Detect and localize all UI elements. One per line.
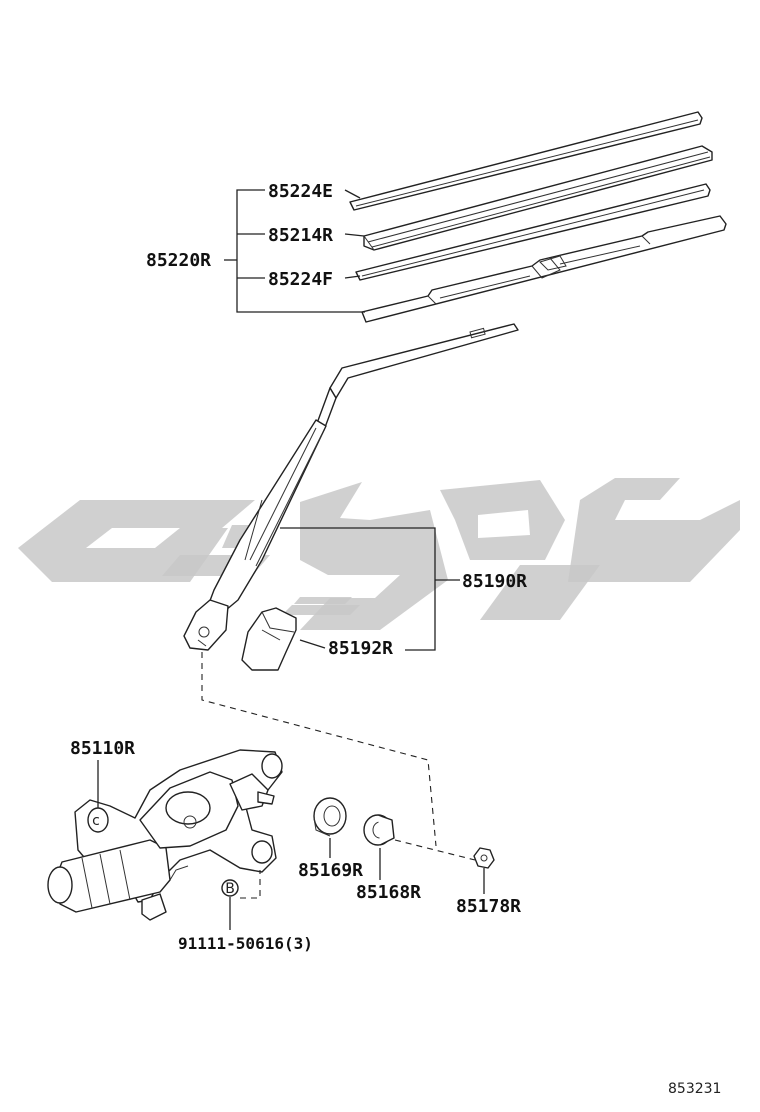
- seal-part: [363, 814, 395, 846]
- arm-assy-bracket: [280, 527, 460, 651]
- label-blade-rubber: 85214R: [268, 225, 333, 246]
- nut-part: [473, 847, 495, 869]
- label-nut: 85178R: [456, 896, 521, 917]
- grommet-callout-letter: c: [92, 813, 100, 829]
- arm-cap: [241, 607, 297, 671]
- label-insert-e: 85224E: [268, 181, 333, 202]
- pivot-dashed-line: [201, 652, 437, 847]
- cushion-part: [313, 797, 347, 837]
- blade-insert-f: [355, 183, 711, 281]
- blade-rubber: [363, 145, 713, 251]
- label-arm-assembly: 85190R: [462, 571, 527, 592]
- label-blade-assembly: 85220R: [146, 250, 211, 271]
- label-arm-cap: 85192R: [328, 638, 393, 659]
- blade-assy-bracket: [224, 189, 365, 313]
- wiper-motor: [47, 749, 283, 921]
- label-cushion: 85169R: [298, 860, 363, 881]
- label-seal: 85168R: [356, 882, 421, 903]
- label-motor: 85110R: [70, 738, 135, 759]
- wiper-arm: [183, 323, 519, 651]
- label-insert-f: 85224F: [268, 269, 333, 290]
- label-bolt: 91111-50616(3): [178, 934, 313, 953]
- wiper-blade-group: [349, 111, 727, 323]
- watermark-logo: [18, 478, 740, 630]
- bolt-callout: B: [221, 870, 261, 930]
- blade-assembly: [361, 215, 727, 323]
- bolt-callout-letter: B: [225, 881, 235, 897]
- illustration-code: 853231: [668, 1081, 721, 1097]
